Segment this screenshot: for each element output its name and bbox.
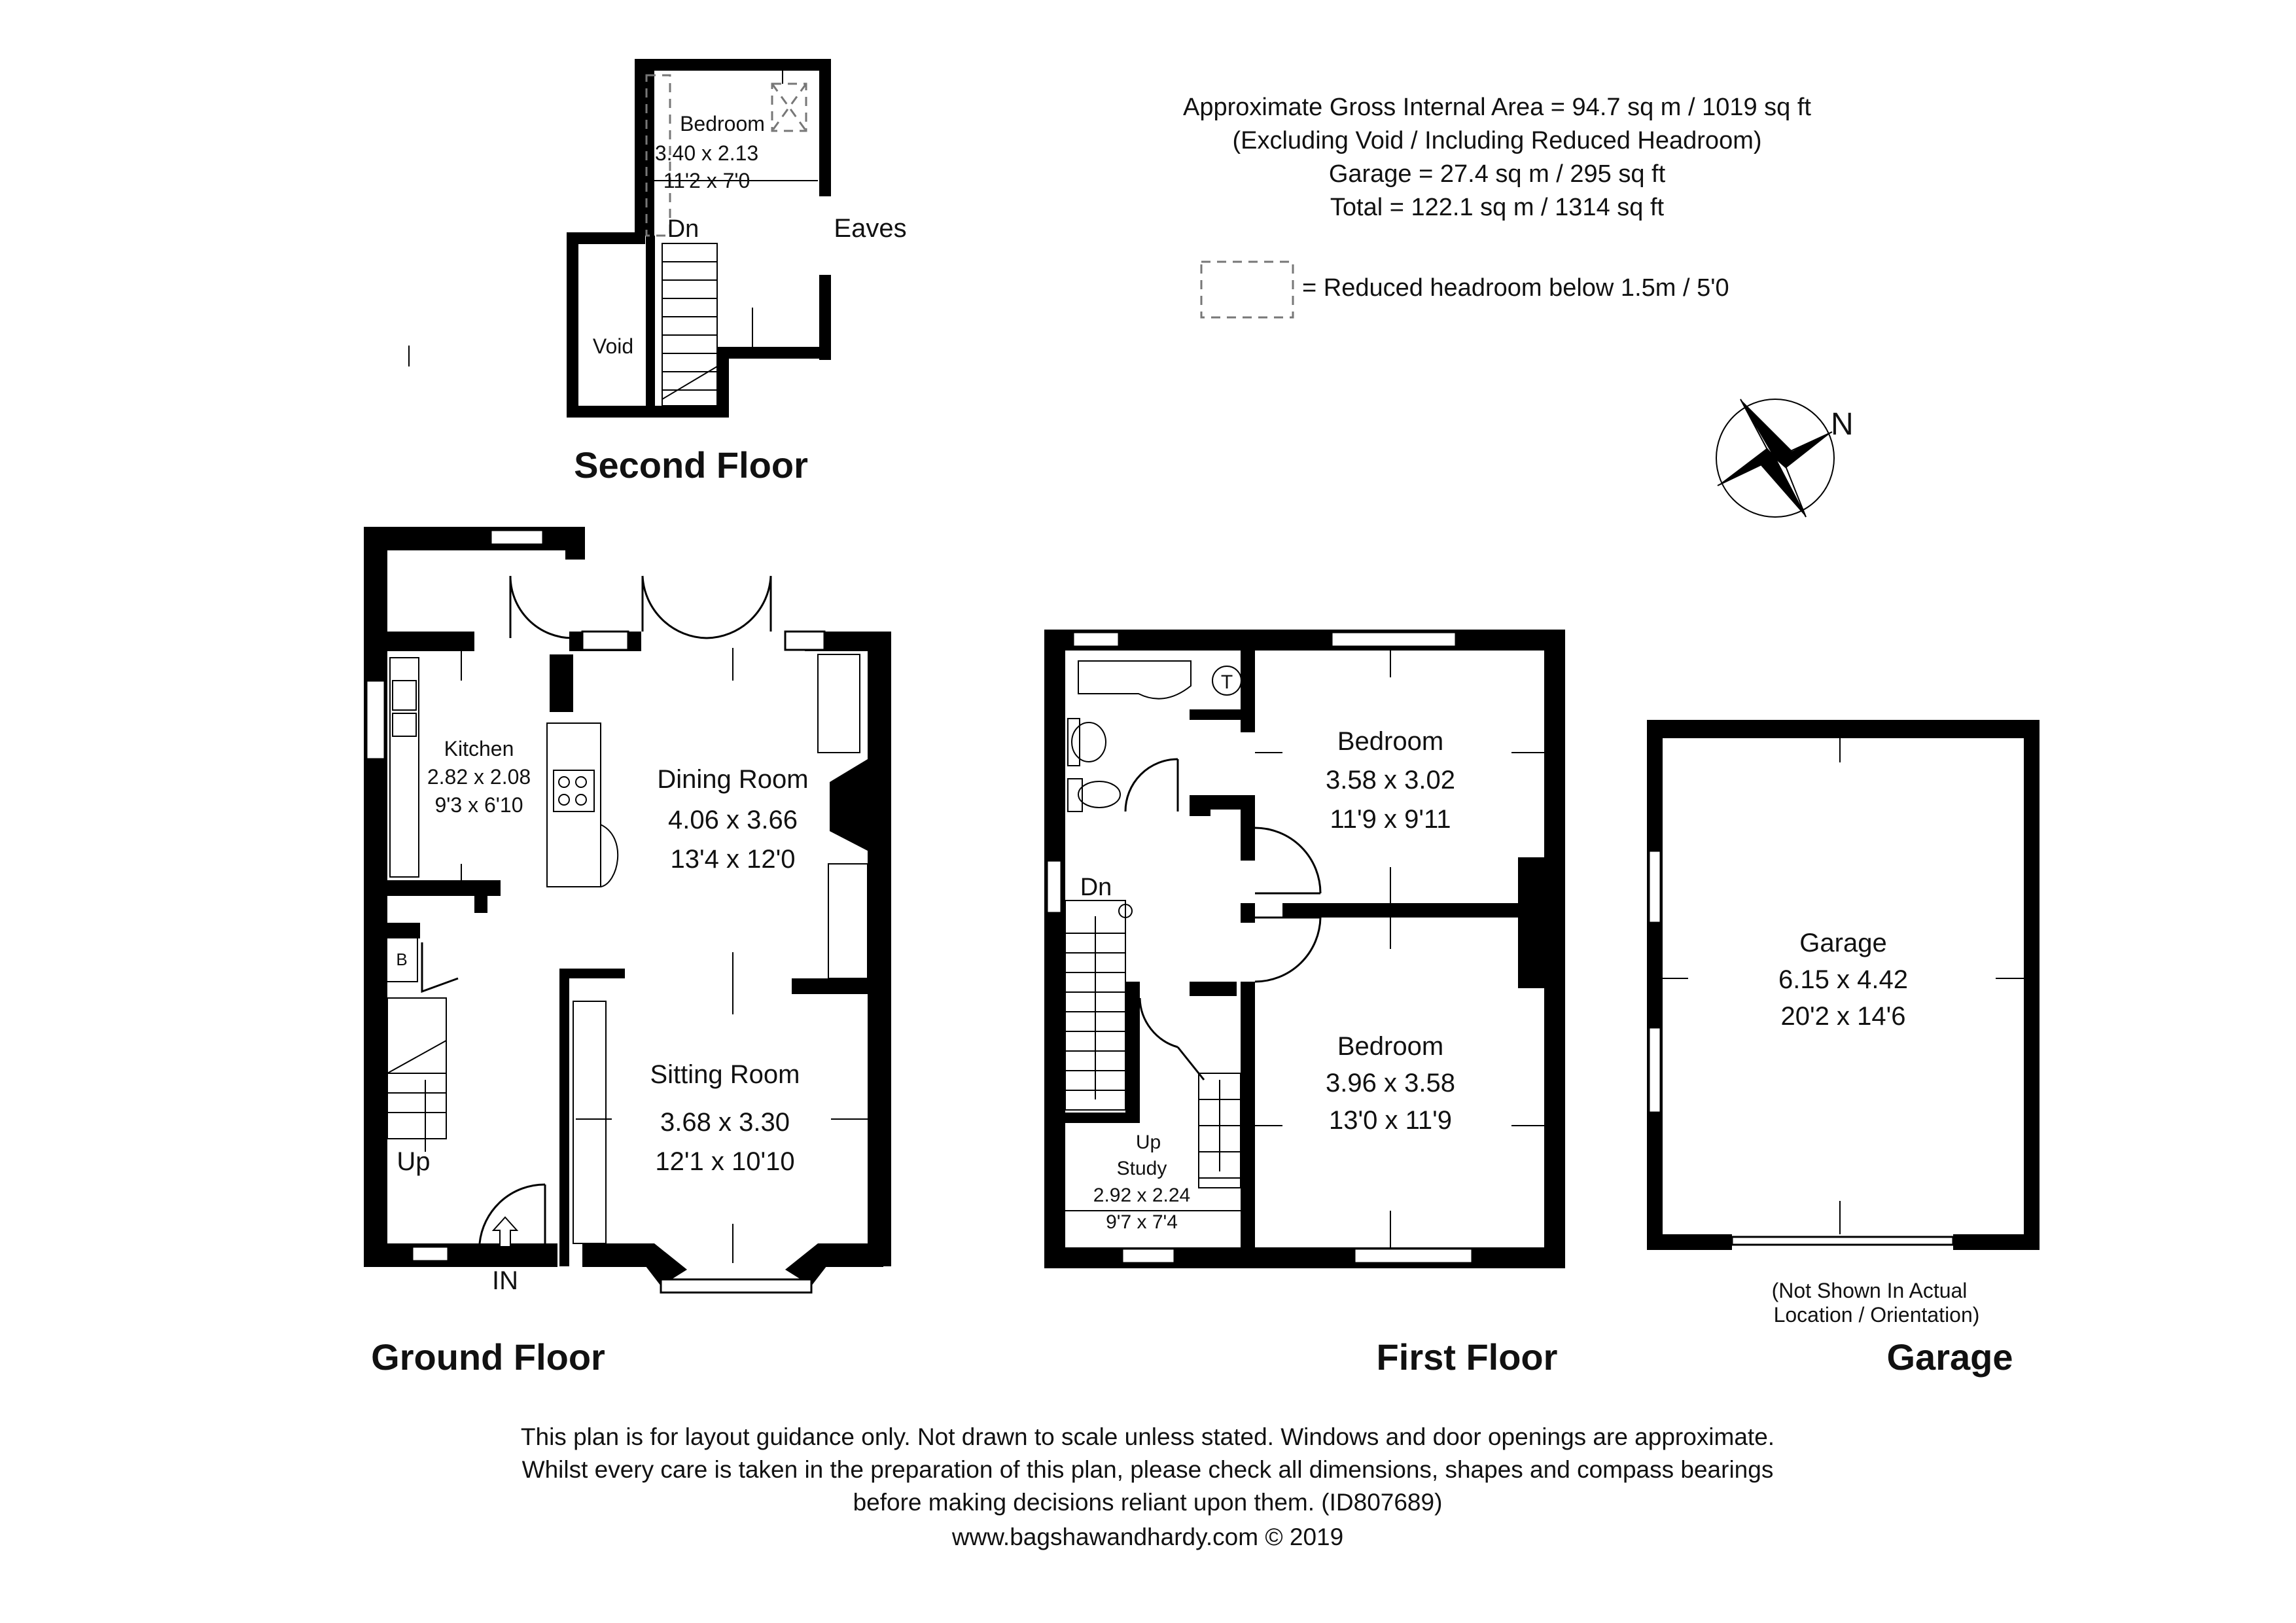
garage-imperial: 20'2 x 14'6 <box>1781 1002 1906 1031</box>
first-floor-bedroom-1-name: Bedroom <box>1337 727 1443 756</box>
kitchen-metric: 2.82 x 2.08 <box>427 765 531 789</box>
study-up-label: Up <box>1136 1132 1161 1153</box>
area-summary-line-4: Total = 122.1 sq m / 1314 sq ft <box>1330 194 1665 221</box>
boiler-label: B <box>396 950 407 969</box>
sitting-room-imperial: 12'1 x 10'10 <box>655 1147 794 1176</box>
area-summary-line-2: (Excluding Void / Including Reduced Head… <box>1232 127 1761 154</box>
dining-room-name: Dining Room <box>657 765 808 794</box>
second-floor-title: Second Floor <box>574 444 808 486</box>
ground-floor-up-label: Up <box>397 1147 430 1176</box>
website-link[interactable]: www.bagshawandhardy.com © 2019 <box>951 1524 1343 1550</box>
sitting-room-name: Sitting Room <box>650 1060 800 1089</box>
second-floor-void-label: Void <box>593 334 633 358</box>
garage-title: Garage <box>1887 1336 2013 1378</box>
garage-note-line-1: (Not Shown In Actual <box>1772 1279 1968 1302</box>
second-floor-stairs <box>662 243 718 406</box>
second-floor-bedroom-metric: 3.40 x 2.13 <box>655 141 758 165</box>
study-metric: 2.92 x 2.24 <box>1093 1185 1190 1206</box>
area-summary-line-3: Garage = 27.4 sq m / 295 sq ft <box>1329 160 1666 188</box>
area-summary: Approximate Gross Internal Area = 94.7 s… <box>1183 94 1811 221</box>
first-floor-dn-label: Dn <box>1080 874 1112 901</box>
legend: = Reduced headroom below 1.5m / 5'0 <box>1200 260 1729 319</box>
disclaimer: This plan is for layout guidance only. N… <box>521 1423 1775 1550</box>
garage: Garage 6.15 x 4.42 20'2 x 14'6 (Not Show… <box>1647 720 2040 1327</box>
first-floor-bedroom-2-name: Bedroom <box>1337 1032 1443 1061</box>
area-summary-line-1: Approximate Gross Internal Area = 94.7 s… <box>1183 94 1811 121</box>
ground-floor-stairs <box>387 997 447 1152</box>
study-imperial: 9'7 x 7'4 <box>1106 1211 1178 1233</box>
ground-floor: B Kitchen 2.82 x 2.08 9'3 x 6'10 Dining … <box>364 527 891 1295</box>
disclaimer-line-3: before making decisions reliant upon the… <box>853 1489 1443 1516</box>
second-floor-bedroom-name: Bedroom <box>680 112 765 135</box>
second-floor-eaves-label: Eaves <box>834 214 906 243</box>
dining-room-metric: 4.06 x 3.66 <box>668 806 798 834</box>
reduced-headroom-swatch <box>1200 260 1294 319</box>
first-floor-bedroom-1-metric: 3.58 x 3.02 <box>1326 766 1455 794</box>
first-floor-bedroom-2-metric: 3.96 x 3.58 <box>1326 1069 1455 1097</box>
reduced-headroom-label: = Reduced headroom below 1.5m / 5'0 <box>1302 274 1729 302</box>
first-floor-title: First Floor <box>1377 1336 1558 1378</box>
ground-floor-title: Ground Floor <box>371 1336 605 1378</box>
garage-name: Garage <box>1799 929 1886 957</box>
dining-room-imperial: 13'4 x 12'0 <box>671 845 796 874</box>
first-floor-stairs <box>1065 900 1133 1111</box>
second-floor: Bedroom 3.40 x 2.13 11'2 x 7'0 Dn Eaves … <box>408 59 907 418</box>
compass-icon <box>1716 399 1835 518</box>
compass-north-label: N <box>1831 407 1854 442</box>
second-floor-dn-label: Dn <box>667 215 699 243</box>
disclaimer-line-1: This plan is for layout guidance only. N… <box>521 1423 1775 1450</box>
garage-metric: 6.15 x 4.42 <box>1778 965 1908 994</box>
disclaimer-line-2: Whilst every care is taken in the prepar… <box>522 1456 1774 1483</box>
study-stairs <box>1198 1073 1241 1188</box>
entrance-label: IN <box>492 1266 518 1295</box>
study-name: Study <box>1117 1158 1167 1179</box>
kitchen-name: Kitchen <box>444 737 514 760</box>
kitchen-imperial: 9'3 x 6'10 <box>435 793 523 817</box>
second-floor-bedroom-imperial: 11'2 x 7'0 <box>663 169 751 192</box>
garage-note-line-2: Location / Orientation) <box>1774 1303 1980 1327</box>
sitting-room-metric: 3.68 x 3.30 <box>660 1108 790 1137</box>
first-floor-bedroom-2-imperial: 13'0 x 11'9 <box>1329 1106 1452 1135</box>
first-floor: T <box>1044 630 1565 1268</box>
entrance-arrow-icon <box>491 1216 519 1247</box>
water-tank-label: T <box>1221 671 1233 693</box>
first-floor-bedroom-1-imperial: 11'9 x 9'11 <box>1330 805 1451 834</box>
